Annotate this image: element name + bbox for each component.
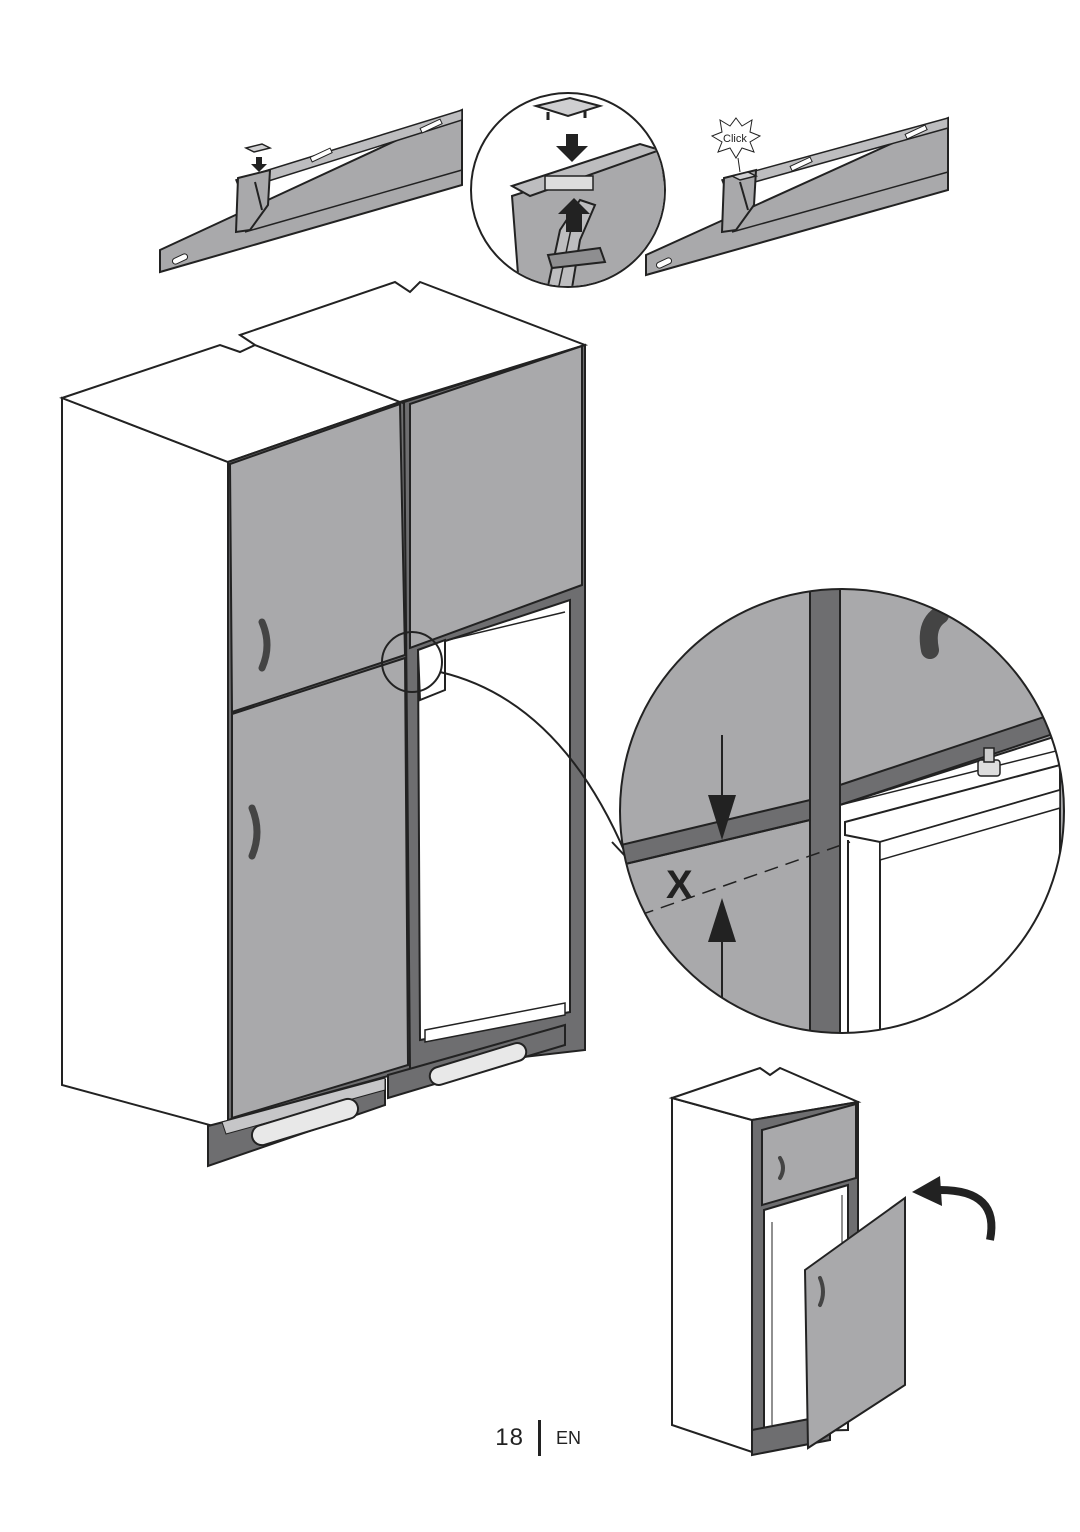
click-label: Click: [723, 133, 747, 145]
rail-step-3: Click: [645, 116, 949, 277]
small-upper-door: [761, 1102, 857, 1207]
callout-arrow: [439, 671, 627, 856]
page-footer: 18 EN: [0, 1420, 1080, 1460]
double-cabinet: [59, 280, 633, 1168]
gap-detail-circle: X: [619, 588, 1065, 1034]
left-upper-handle: [258, 618, 271, 672]
right-upper-door: [409, 344, 583, 650]
gap-label: X: [666, 863, 693, 907]
right-plinth-vent: [428, 1042, 528, 1086]
left-plinth-vent: [250, 1097, 360, 1147]
small-lower-door-open: [803, 1196, 906, 1450]
rail-step-1: [159, 108, 463, 274]
footer-divider: [538, 1420, 541, 1456]
left-lower-handle: [248, 804, 261, 860]
appliance-interior: [416, 598, 571, 1042]
left-upper-door: [228, 402, 407, 714]
single-cabinet: [668, 1066, 996, 1457]
language-code: EN: [556, 1428, 582, 1448]
callout-circle: [381, 631, 443, 693]
page-number: 18: [495, 1424, 524, 1451]
rotate-arrow: [939, 1186, 996, 1241]
left-lower-door: [231, 656, 410, 1120]
